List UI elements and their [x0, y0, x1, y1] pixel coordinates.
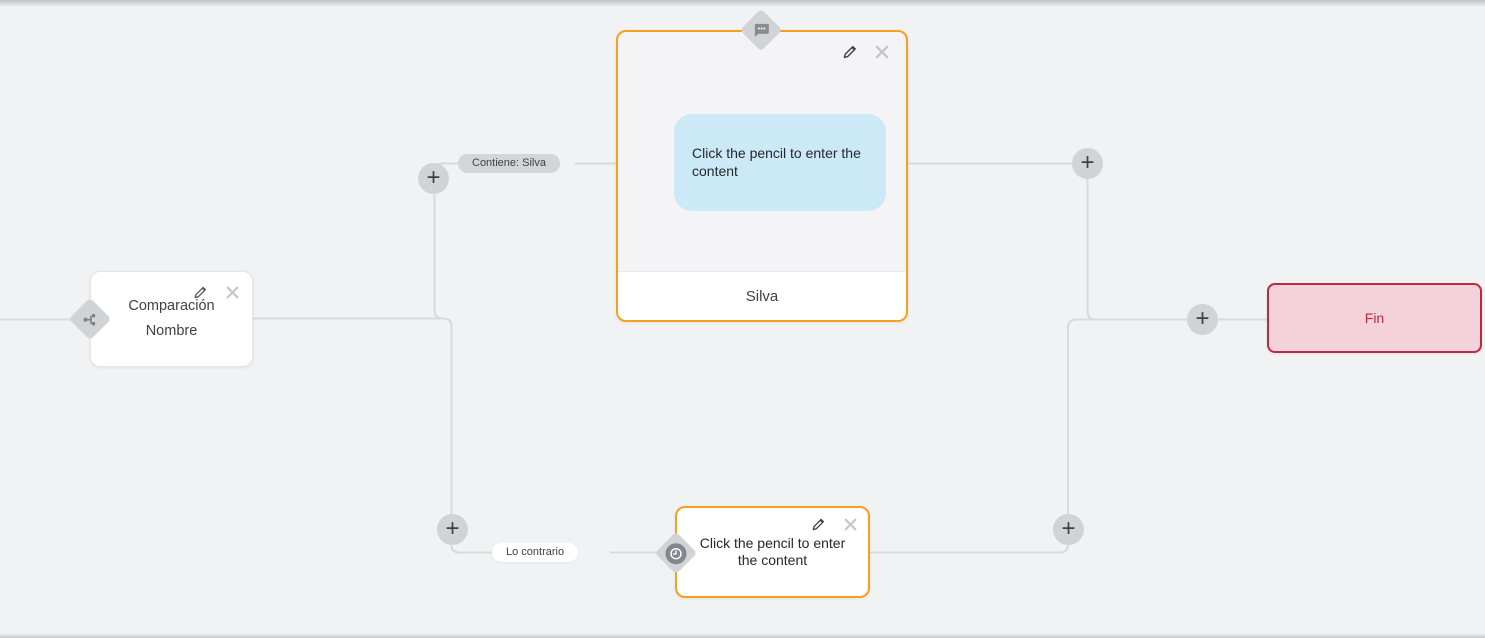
- add-step-button-before-end[interactable]: +: [1187, 304, 1218, 335]
- add-step-button-branch-true[interactable]: +: [418, 163, 449, 194]
- add-step-button-branch-false[interactable]: +: [437, 514, 468, 545]
- message-footer-label: Silva: [618, 271, 906, 320]
- wait-placeholder-text: Click the pencil to enter the content: [699, 535, 846, 568]
- clock-icon: [665, 542, 687, 564]
- message-node-handle[interactable]: [739, 8, 783, 52]
- edit-pencil-icon[interactable]: [810, 516, 826, 532]
- add-step-button-after-message[interactable]: +: [1072, 148, 1103, 179]
- wait-node-handle[interactable]: [654, 531, 698, 575]
- edge-label-contains[interactable]: Contiene: Silva: [458, 154, 560, 173]
- comparison-title-line1: Comparación: [128, 298, 215, 314]
- close-icon[interactable]: [224, 284, 240, 300]
- message-placeholder-text: Click the pencil to enter the content: [692, 145, 861, 179]
- close-icon[interactable]: [874, 44, 890, 60]
- message-node[interactable]: Click the pencil to enter the content Si…: [616, 30, 908, 322]
- chat-bubble-icon: [753, 22, 770, 38]
- edge-label-otherwise[interactable]: Lo contrario: [492, 543, 579, 562]
- close-icon[interactable]: [842, 516, 858, 532]
- comparison-node[interactable]: Comparación Nombre: [90, 271, 253, 367]
- end-node[interactable]: Fin: [1267, 283, 1482, 353]
- add-step-button-after-wait[interactable]: +: [1053, 514, 1084, 545]
- end-node-label: Fin: [1364, 310, 1385, 326]
- branch-icon: [83, 312, 98, 327]
- comparison-title-line2: Nombre: [145, 323, 198, 339]
- wait-node[interactable]: Click the pencil to enter the content: [675, 506, 870, 598]
- message-preview-bubble: Click the pencil to enter the content: [674, 114, 886, 211]
- edit-pencil-icon[interactable]: [842, 44, 858, 60]
- edit-pencil-icon[interactable]: [192, 284, 208, 300]
- branch-node-handle[interactable]: [68, 297, 112, 341]
